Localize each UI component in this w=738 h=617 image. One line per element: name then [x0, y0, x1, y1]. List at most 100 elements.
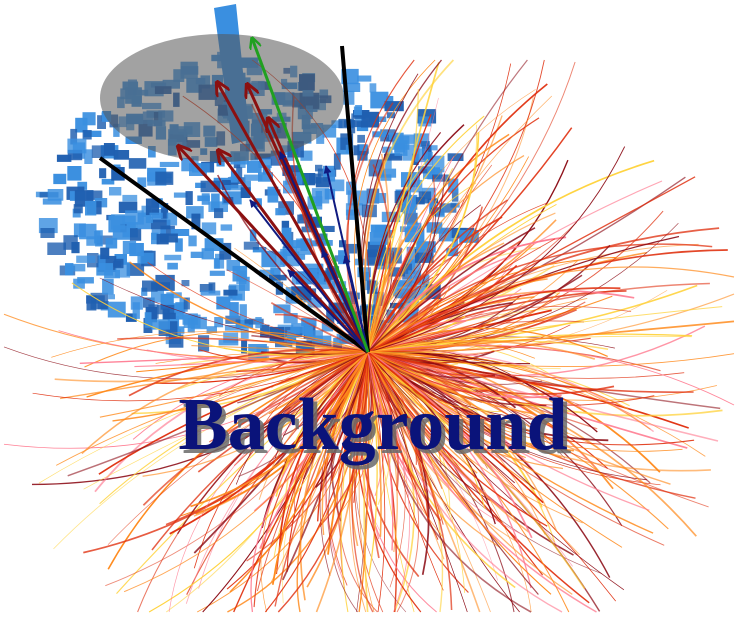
calorimeter-cell: [267, 186, 279, 203]
calorimeter-cell: [367, 241, 386, 258]
background-track: [367, 333, 693, 353]
calorimeter-cell: [239, 304, 247, 320]
calorimeter-cell: [430, 145, 438, 151]
background-track: [315, 351, 369, 613]
background-track: [367, 59, 545, 353]
calorimeter-cell: [113, 150, 130, 160]
background-track: [98, 351, 369, 475]
calorimeter-cell: [283, 313, 298, 324]
calorimeter-cell: [241, 340, 248, 354]
calorimeter-cell: [220, 224, 233, 231]
calorimeter-cell: [73, 278, 85, 289]
calorimeter-cell: [389, 267, 405, 277]
background-track: [367, 351, 564, 470]
background-track: [367, 168, 454, 353]
calorimeter-cell: [104, 269, 120, 279]
background-track: [367, 202, 548, 353]
calorimeter-cell: [159, 161, 180, 167]
calorimeter-cell: [65, 263, 74, 276]
calorimeter-cell: [343, 82, 361, 92]
calorimeter-cell: [79, 223, 97, 240]
calorimeter-cell: [388, 132, 404, 141]
background-track: [367, 351, 522, 425]
calorimeter-cell: [181, 280, 190, 287]
calorimeter-cell: [404, 212, 418, 225]
background-track: [367, 351, 394, 551]
calorimeter-cell: [224, 185, 244, 191]
calorimeter-cell: [413, 197, 425, 205]
calorimeter-cell: [275, 208, 286, 216]
background-track: [233, 351, 369, 613]
calorimeter-cell: [185, 191, 193, 205]
calorimeter-cell: [451, 188, 459, 202]
calorimeter-cell: [311, 335, 332, 347]
calorimeter-cell: [149, 212, 163, 219]
calorimeter-cell: [243, 241, 260, 250]
calorimeter-cell: [70, 128, 78, 145]
background-track: [367, 290, 635, 353]
background-track: [367, 351, 683, 452]
background-track: [356, 351, 422, 613]
background-track: [367, 351, 625, 591]
calorimeter-cell: [143, 297, 155, 308]
calorimeter-cell: [76, 255, 96, 263]
calorimeter-cell: [199, 284, 213, 293]
background-track: [250, 351, 369, 613]
calorimeter-cell: [160, 233, 178, 243]
calorimeter-cell: [132, 302, 140, 319]
calorimeter-cell: [384, 101, 404, 112]
calorimeter-cell: [170, 229, 190, 236]
calorimeter-cell: [125, 210, 144, 225]
calorimeter-cell: [309, 173, 322, 184]
calorimeter-cell: [447, 153, 464, 161]
background-track: [367, 327, 608, 357]
calorimeter-cell: [214, 208, 224, 219]
background-track: [367, 146, 626, 353]
background-track: [367, 351, 439, 540]
calorimeter-cell: [111, 214, 126, 230]
calorimeter-cell: [301, 318, 317, 327]
calorimeter-cell: [100, 247, 110, 260]
calorimeter-cell: [219, 242, 232, 260]
calorimeter-cell: [223, 332, 239, 343]
calorimeter-cell: [86, 190, 103, 200]
calorimeter-cell: [289, 240, 305, 248]
calorimeter-cell: [151, 232, 159, 245]
jet-particle-arrows: [178, 38, 370, 354]
background-track: [367, 115, 485, 353]
calorimeter-cell: [77, 181, 88, 190]
background-track: [367, 351, 706, 457]
background-track: [321, 351, 369, 535]
calorimeter-cell: [108, 294, 115, 300]
background-tracks: [3, 59, 735, 613]
jet-particle-arrow: [178, 146, 370, 354]
calorimeter-cell: [226, 180, 239, 189]
calorimeter-cell: [305, 323, 314, 339]
background-track: [367, 59, 528, 353]
calorimeter-cell: [318, 240, 333, 246]
background-track: [367, 351, 569, 435]
calorimeter-cell: [244, 318, 264, 325]
background-track: [367, 351, 552, 595]
calorimeter-cell: [96, 235, 113, 245]
calorimeter-cell: [188, 235, 197, 247]
background-track: [105, 351, 369, 587]
calorimeter-cell: [85, 200, 97, 216]
background-track: [367, 351, 398, 553]
background-track: [359, 351, 437, 613]
calorimeter-cell: [42, 198, 62, 205]
calorimeter-cell: [323, 271, 332, 282]
calorimeter-cell: [200, 180, 221, 193]
calorimeter-cell: [446, 248, 459, 257]
background-label: Background: [178, 384, 567, 466]
calorimeter-cell: [418, 166, 435, 174]
calorimeter-cell: [126, 263, 145, 276]
calorimeter-cell: [331, 120, 343, 128]
calorimeter-cell: [448, 178, 459, 193]
calorimeter-cell: [73, 204, 83, 214]
calorimeter-cell: [83, 130, 102, 137]
background-track: [367, 88, 420, 353]
calorimeter-cell: [166, 212, 178, 226]
background-track: [271, 351, 369, 585]
calorimeter-cell: [206, 326, 217, 333]
